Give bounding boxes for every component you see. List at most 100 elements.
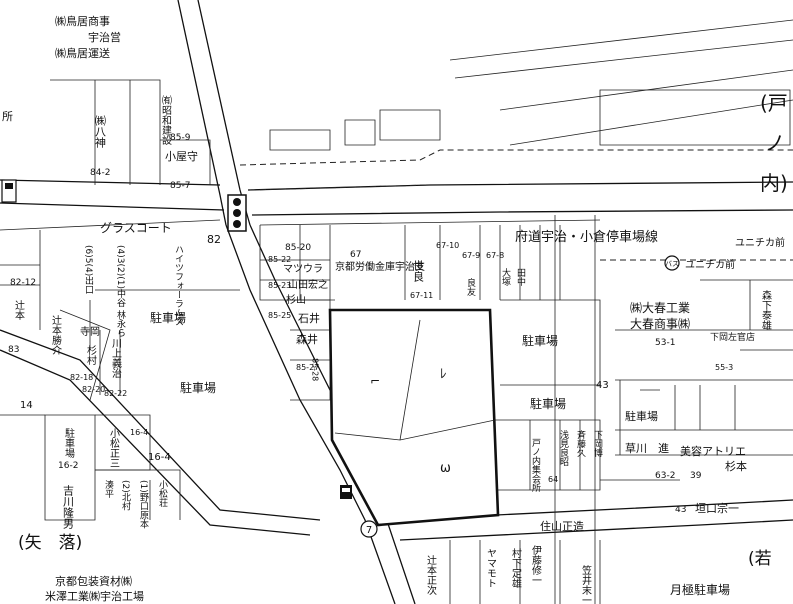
label-ito: 伊藤修一 — [530, 545, 542, 585]
label-minato: 湊平 — [103, 479, 114, 499]
label-showa-kensetsu: ㈲昭和建設 — [160, 95, 172, 146]
label-lot-83: 83 — [8, 345, 19, 355]
bus-stop-marker: バス — [664, 255, 680, 271]
label-sugimoto: 杉本 — [725, 459, 747, 473]
label-tsujimoto-katsusuke: 辻本勝介 — [50, 314, 62, 355]
label-lot-82-18: 82-18 — [70, 373, 93, 382]
label-torii-unso: ㈱鳥居運送 — [55, 46, 110, 60]
label-yoshiki: 良友 — [465, 277, 476, 297]
label-lot-85-20: 85-20 — [285, 243, 311, 253]
label-komatsuso: 小松荘 — [157, 480, 168, 508]
label-komatsu: 小松正三 — [108, 428, 120, 468]
label-lot-82-12: 82-12 — [10, 278, 36, 288]
label-murashita: 村下定雄 — [510, 547, 522, 589]
label-deguchi: (6)5(4)出口 — [83, 245, 94, 294]
label-tonouchi-kominkan: 戸ノ内集会所 — [530, 438, 541, 493]
label-saito: 斉藤久 — [575, 429, 586, 458]
label-tonouchi-3: 内) — [760, 171, 788, 195]
label-tsukigoku: 月極駐車場 — [670, 582, 730, 597]
label-lot-43-a: 43 — [596, 380, 609, 391]
label-lot-16-2: 16-2 — [58, 461, 78, 471]
label-lot-85-7: 85-7 — [170, 181, 190, 191]
label-sugimura: 杉村 — [85, 344, 97, 365]
label-lot-39: 39 — [690, 471, 702, 481]
label-sugiyama: 杉山 — [286, 293, 306, 306]
traffic-signal-icon — [227, 194, 247, 232]
label-yaochi: (矢 落) — [18, 533, 82, 553]
label-lot-64: 64 — [548, 475, 558, 484]
label-parking-6: 駐車場 — [625, 409, 658, 423]
label-waka: (若 — [748, 549, 772, 569]
label-tsujimoto: 辻本 — [13, 299, 25, 321]
label-morii: 森井 — [296, 332, 318, 346]
label-daisaku: 大塚 — [500, 267, 511, 287]
label-lot-16-4a: 16-4 — [130, 428, 148, 437]
label-kawakami: 川上義治 — [110, 338, 122, 379]
label-hayashi: ハイツフォーラムス — [173, 245, 184, 326]
bus-stop-icon — [340, 485, 352, 499]
label-unitika-mae-2: ユニチカ前 — [685, 258, 735, 271]
bus-stop-label: バス — [665, 260, 679, 268]
label-lot-82-22: 82-22 — [104, 389, 127, 398]
label-daishun-shoji: 大春商事㈱ — [630, 316, 690, 331]
label-lot-85-23: 85-23 — [268, 281, 291, 290]
label-lot-67-10: 67-10 — [436, 241, 459, 250]
map-labels: ㈱鳥居商事 宇治営 ㈱鳥居運送 所 ㈱八神 ㈲昭和建設 85-9 小屋守 84-… — [2, 14, 788, 604]
label-asami: 浅見良昭 — [558, 429, 569, 467]
label-kusakawa: 草川 進 — [625, 442, 669, 455]
label-lot-85-9: 85-9 — [170, 133, 191, 143]
label-lot-85-27: 85-27 — [296, 363, 319, 372]
label-yamada: 山田宏之 — [288, 278, 328, 291]
label-kita-hirose-2: (4)3(2)(1)中谷 林永ら — [115, 245, 126, 337]
label-hachigami: ㈱八神 — [94, 115, 107, 149]
label-morishita: 森下泰雄 — [760, 289, 772, 331]
lot-marker-3: ω — [440, 461, 451, 476]
label-parking-2: 駐車場 — [180, 380, 216, 395]
label-parking-3: 駐車場 — [63, 427, 75, 459]
label-lot-85-28: 85-28 — [311, 358, 320, 381]
label-tanaka: 田中 — [515, 268, 526, 287]
label-lot-63-2: 63-2 — [655, 471, 675, 481]
label-lot-14: 14 — [20, 400, 33, 411]
label-tsujimoto-shoji: 辻本正次 — [425, 554, 437, 596]
label-lot-43-b: 43 — [675, 505, 686, 515]
label-parking-1: 駐車場 — [150, 310, 186, 325]
label-ishii: 石井 — [298, 311, 320, 325]
route-7-shield-icon — [1, 179, 17, 203]
label-yoshikawa: 吉川隆男 — [62, 485, 75, 530]
label-yamamoto: ヤマモト — [485, 548, 497, 588]
label-lot-53-1: 53-1 — [655, 338, 675, 348]
label-unitika-mae-1: ユニチカ前 — [735, 236, 785, 249]
label-route: 府道宇治・小倉停車場線 — [515, 229, 658, 245]
label-kyoto-hoso: 京都包装資材㈱ — [55, 574, 132, 588]
label-biyo: 美容アトリエ — [680, 444, 746, 458]
label-daishun: ㈱大春工業 — [630, 301, 690, 315]
label-lot-67-11: 67-11 — [410, 291, 433, 300]
label-lot-82-20: 82-20 — [82, 385, 105, 394]
label-lot-67-9: 67-9 — [462, 251, 480, 260]
label-grass-court: グラスコート — [100, 221, 172, 235]
label-lot-67-8: 67-8 — [486, 251, 504, 260]
label-kitamura: (2)北村 — [120, 480, 131, 511]
target-lot[interactable]: ⌐ ﾚ ω — [328, 308, 500, 527]
label-shimooka: 下岡左官店 — [710, 331, 755, 343]
label-parking-5: 駐車場 — [530, 396, 566, 411]
label-sumiyama: 住山正造 — [540, 519, 584, 533]
label-seryo: 世良 — [412, 260, 425, 283]
label-noguchi: (1)野口原本 — [138, 480, 149, 530]
label-koyamori: 小屋守 — [165, 149, 198, 163]
label-lot-55-3: 55-3 — [715, 363, 733, 372]
label-matsuura: マツウラ — [283, 263, 323, 275]
label-kakiguchi: 垣口宗一 — [695, 501, 739, 515]
label-tonouchi-1: (戸 — [760, 91, 788, 115]
label-tonouchi-2: ノ — [765, 131, 785, 155]
label-lot-85-25: 85-25 — [268, 311, 291, 320]
label-uji-ei: 宇治営 — [88, 30, 121, 44]
label-torii-shoji: ㈱鳥居商事 — [55, 14, 110, 28]
label-kasai: 笠井末一 — [580, 564, 592, 604]
label-lot-84-2: 84-2 — [90, 168, 110, 178]
label-parking-4: 駐車場 — [522, 333, 558, 348]
lot-marker-1: ⌐ — [370, 374, 380, 388]
